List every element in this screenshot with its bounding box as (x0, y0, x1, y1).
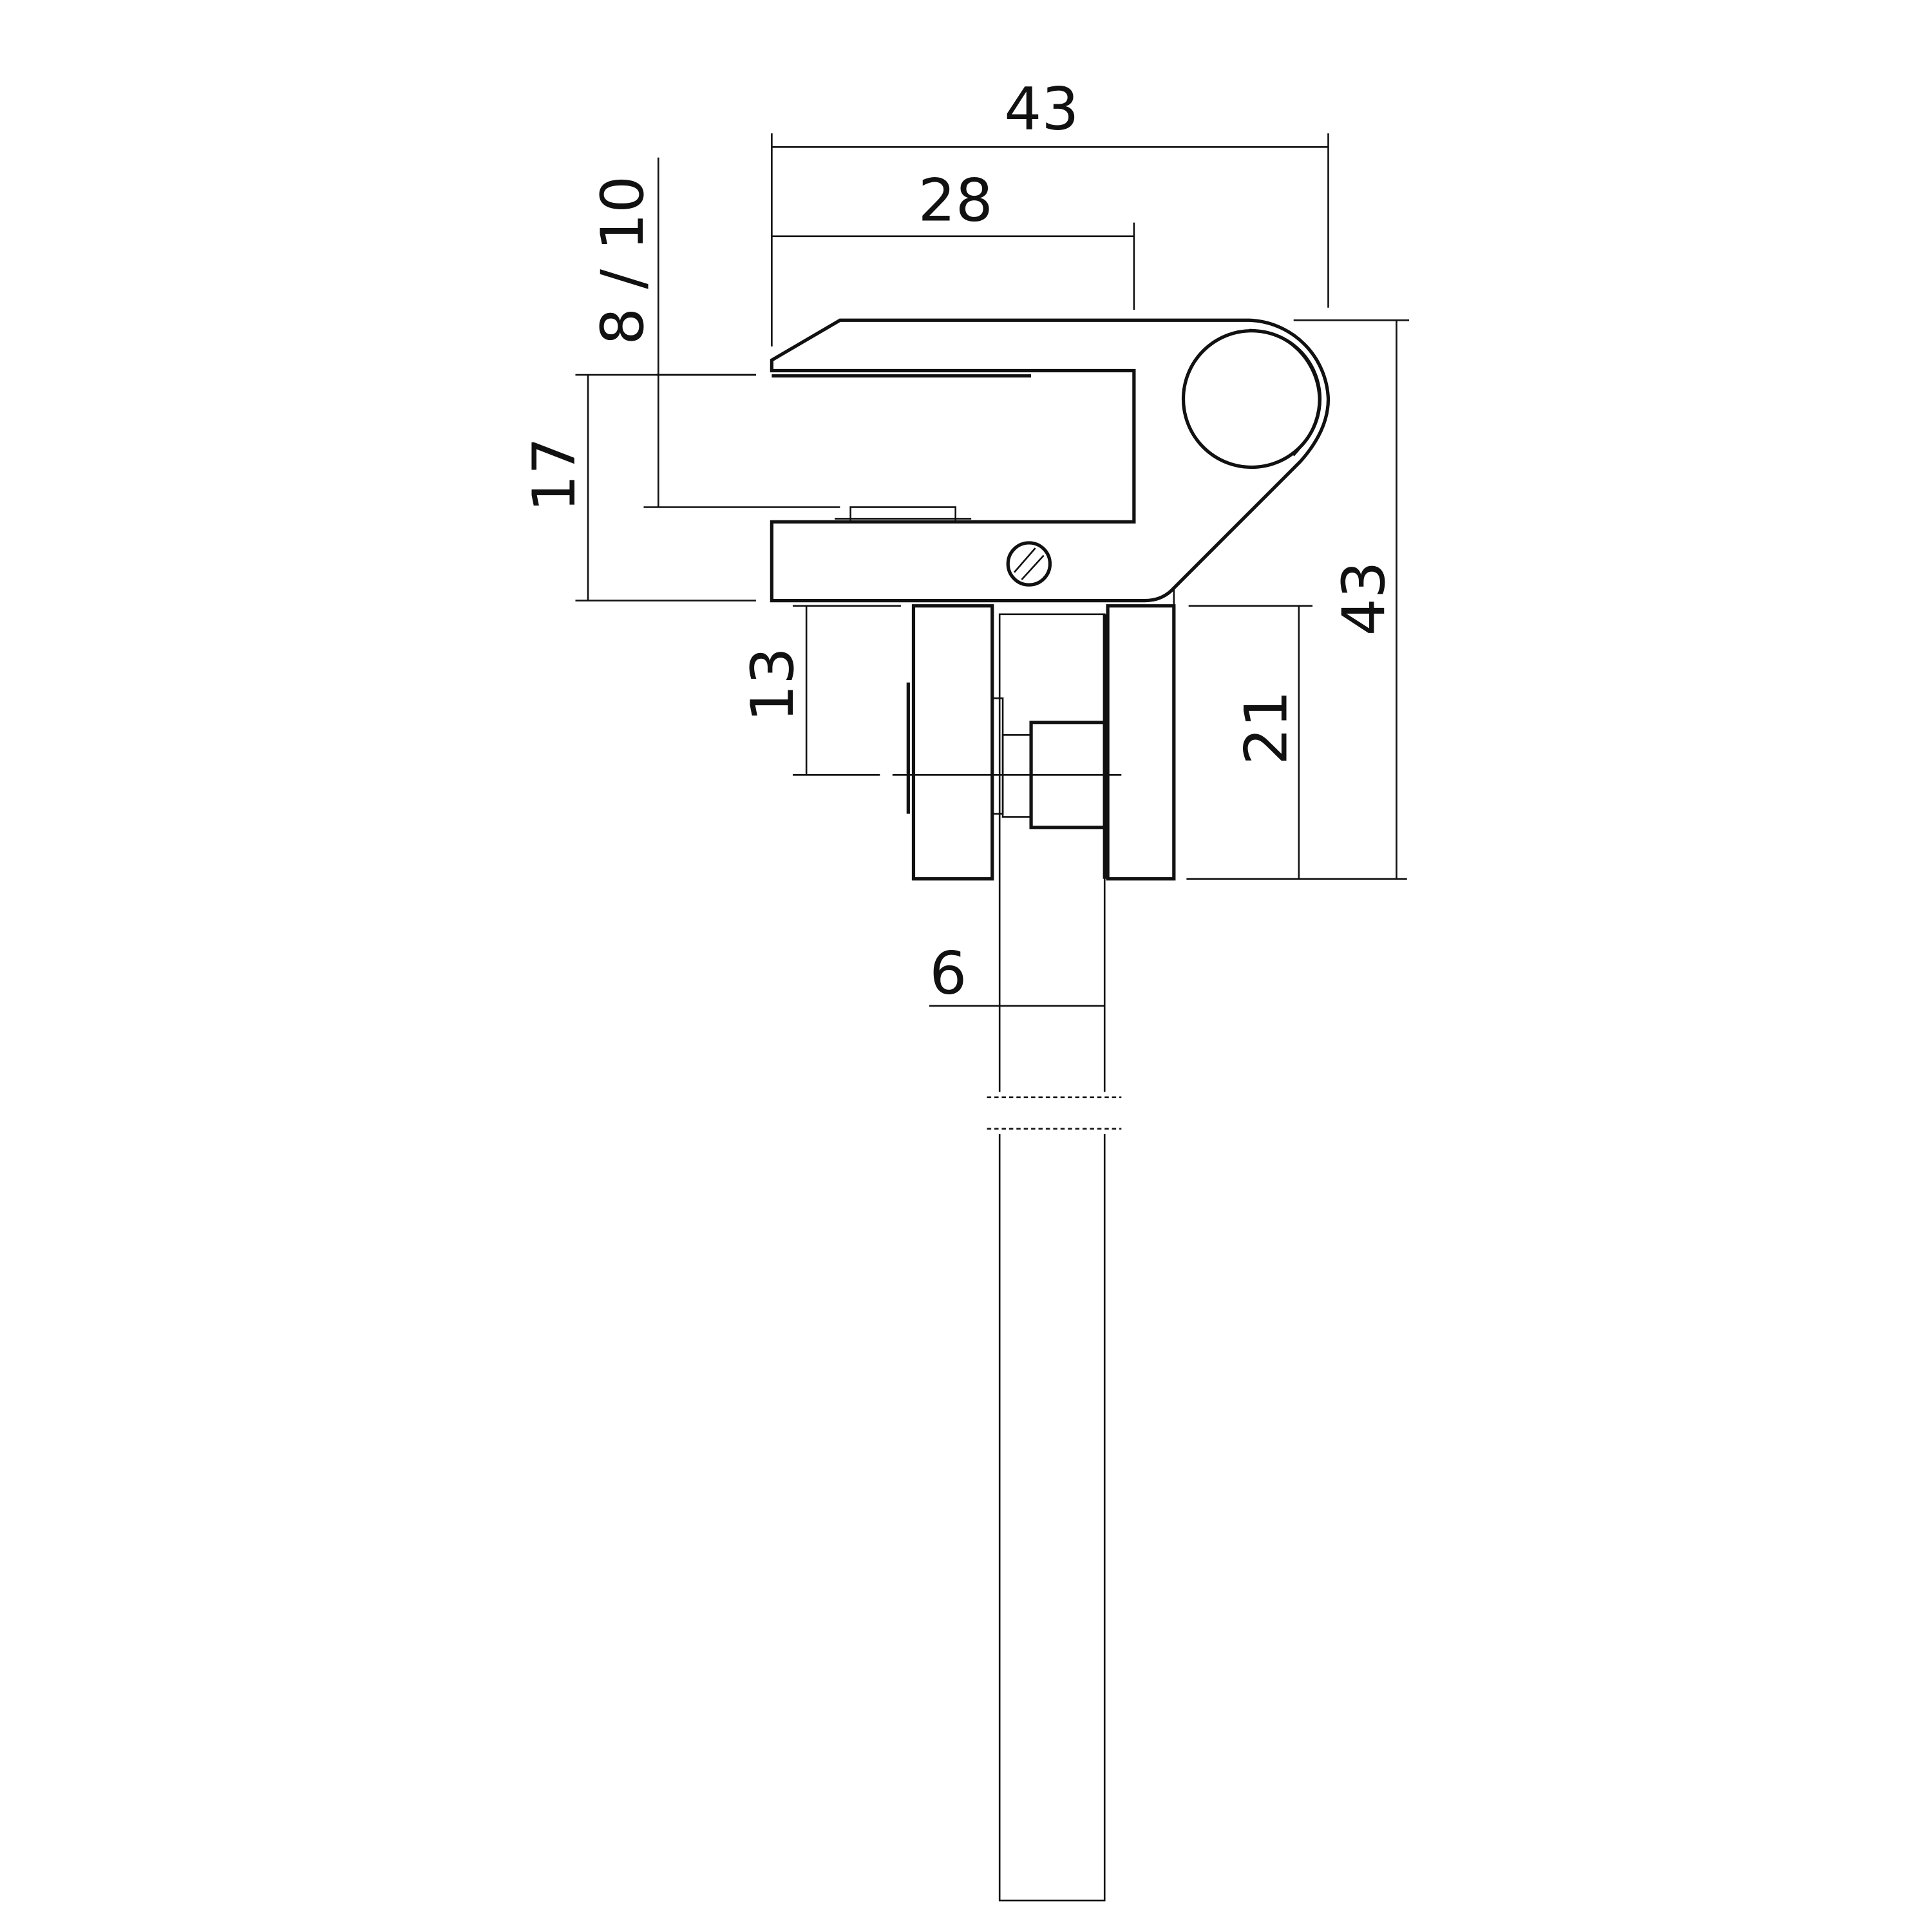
dim-label: 13 (738, 647, 807, 722)
dim-label: 17 (520, 437, 589, 512)
lower-assembly (892, 588, 1176, 881)
dim-glass-range: 8 / 10 (588, 157, 840, 508)
dim-lower-height: 21 (1186, 605, 1407, 880)
dim-label: 21 (1231, 690, 1300, 765)
dim-label: 6 (929, 938, 967, 1007)
pivot-hole (1181, 328, 1322, 469)
dim-slot-depth: 28 (772, 166, 1135, 310)
glass-pad (849, 506, 956, 523)
dim-offset: 13 (738, 605, 901, 776)
dim-glass-thickness: 6 (929, 938, 1105, 1007)
clamp-body (770, 318, 1331, 603)
dim-label: 8 / 10 (588, 176, 657, 345)
dim-label: 43 (1004, 75, 1079, 144)
dim-overall-width: 43 (771, 75, 1329, 347)
dim-overall-height: 43 (1293, 319, 1410, 879)
dim-clamp-height: 17 (520, 374, 756, 601)
glass-panel (987, 613, 1122, 1902)
screw-icon (1006, 541, 1052, 587)
dim-label: 28 (918, 166, 993, 234)
dim-label: 43 (1329, 561, 1398, 636)
